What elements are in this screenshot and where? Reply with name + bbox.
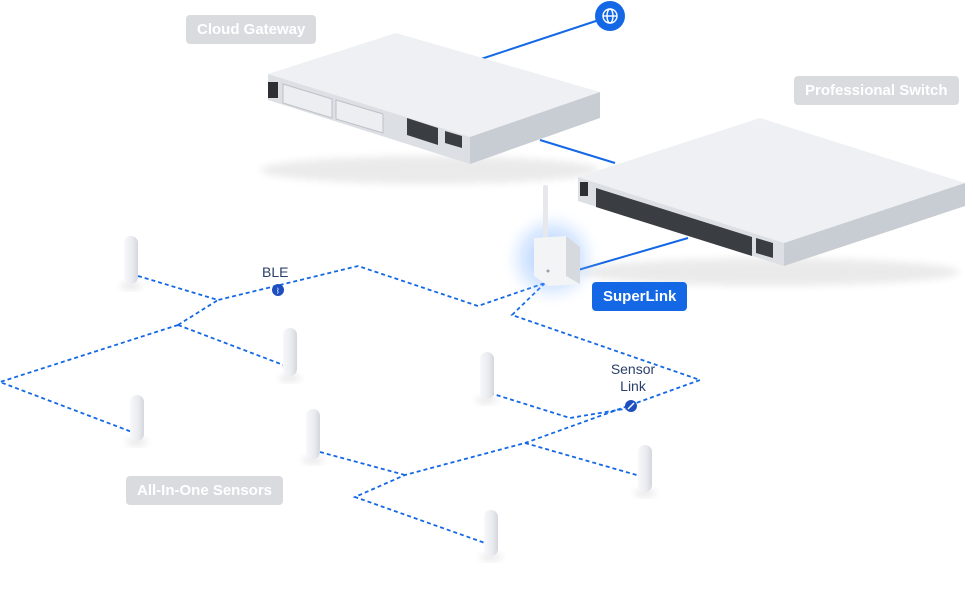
status-led xyxy=(546,269,550,273)
sensor-2 xyxy=(279,328,301,381)
switch-display xyxy=(580,182,588,196)
gateway-to-internet-link xyxy=(477,17,606,61)
gateway-sfp-port xyxy=(445,131,462,148)
sensor-4 xyxy=(302,409,324,463)
ble-marker: ᛒ xyxy=(272,284,284,296)
sensor-link-path xyxy=(489,392,631,419)
ble-label: BLE xyxy=(262,264,289,280)
switch-port-bank xyxy=(596,188,752,256)
internet-globe xyxy=(595,1,625,31)
drive-bay xyxy=(282,83,333,119)
ble-mesh-link xyxy=(137,265,546,307)
globe-icon xyxy=(602,8,618,24)
wireless-links xyxy=(0,265,703,544)
sensor-link-marker xyxy=(625,400,637,412)
sensor-link-label: Sensor Link xyxy=(607,361,659,395)
sensor-link-path xyxy=(352,282,703,544)
ble-mesh-link xyxy=(177,299,219,326)
professional-switch-label: Professional Switch xyxy=(794,76,959,105)
drive-bay xyxy=(335,99,384,134)
ble-mesh-link xyxy=(177,324,287,367)
ble-mesh-link xyxy=(0,324,179,433)
gateway-ports xyxy=(407,118,438,145)
superlink-device xyxy=(500,185,604,310)
professional-switch-device xyxy=(578,118,965,286)
superlink-label: SuperLink xyxy=(592,282,688,311)
gateway-to-switch-link xyxy=(539,139,616,164)
switch-sfp-ports xyxy=(756,238,773,258)
cloud-gateway-device xyxy=(260,33,600,184)
sensor-5 xyxy=(476,352,498,403)
superlink-antenna xyxy=(543,185,548,240)
sensor-3 xyxy=(126,395,148,445)
link-icon xyxy=(627,402,635,410)
sensor-1 xyxy=(120,236,142,289)
sensor-link-path xyxy=(319,451,406,476)
sensor-link-path xyxy=(524,442,641,477)
sensors-label: All-In-One Sensors xyxy=(126,476,284,505)
sensor-6 xyxy=(634,445,656,496)
cloud-gateway-label: Cloud Gateway xyxy=(186,15,317,44)
gateway-display xyxy=(268,82,278,98)
sensor-7 xyxy=(480,510,502,560)
sensor-link-label-line2: Link xyxy=(620,378,646,394)
bluetooth-icon: ᛒ xyxy=(276,287,280,295)
sensor-link-label-line1: Sensor xyxy=(610,361,656,377)
